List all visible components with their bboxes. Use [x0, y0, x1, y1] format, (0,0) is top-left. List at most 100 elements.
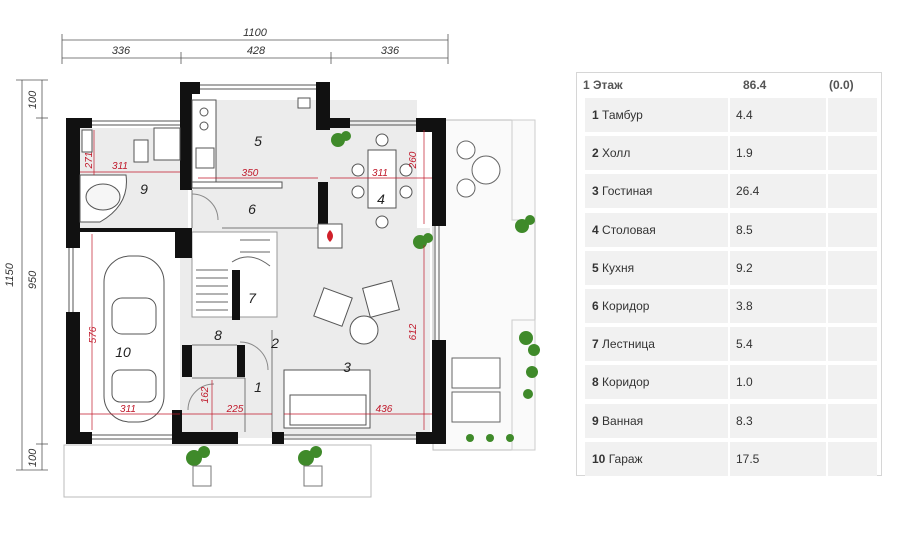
room-name-cell: 1 Тамбур [592, 108, 643, 122]
room-number: 2 [270, 335, 279, 351]
cell-divider [728, 250, 730, 285]
table-row: 7 Лестница 5.4 [585, 327, 877, 362]
room-dim: 162 [200, 386, 211, 403]
room-number-cell: 5 [592, 260, 599, 275]
room-name-cell: 2 Холл [592, 146, 630, 160]
room-dim: 350 [242, 168, 259, 179]
dim-total-height: 1150 [4, 262, 16, 287]
room-name: Тамбур [602, 108, 643, 122]
dim-bottom-height: 100 [27, 448, 39, 467]
room-area-cell: 1.9 [736, 146, 753, 161]
cell-divider [728, 174, 730, 209]
room-area-table: 1 Этаж 86.4 (0.0) 1 Тамбур 4.4 2 Холл 1.9 3 … [576, 72, 882, 476]
room-dim: 225 [226, 404, 244, 415]
dimension-lines-left [16, 79, 48, 471]
dimension-lines-top [61, 34, 449, 64]
cell-divider [826, 403, 828, 438]
plants [186, 131, 540, 466]
room-number: 5 [254, 133, 262, 149]
table-row: 2 Холл 1.9 [585, 136, 877, 171]
windows [68, 84, 440, 440]
room-area-cell: 8.5 [736, 222, 753, 237]
room-name-cell: 4 Столовая [592, 223, 656, 237]
room-name: Кухня [602, 260, 635, 275]
dim-center-width: 428 [247, 45, 266, 57]
room-dim: 311 [372, 168, 388, 179]
room-area-cell: 5.4 [736, 337, 753, 352]
cell-divider [728, 289, 730, 323]
room-name: Гостиная [602, 184, 653, 199]
dim-middle-height: 950 [27, 270, 39, 289]
room-dim: 271 [84, 152, 95, 170]
floor-extra-area: (0.0) [829, 78, 854, 92]
cell-divider [826, 365, 828, 400]
room-number-cell: 8 [592, 375, 599, 390]
table-row: 3 Гостиная 26.4 [585, 174, 877, 209]
cell-divider [728, 98, 730, 132]
room-name: Гараж [608, 451, 643, 466]
room-dim: 260 [408, 151, 419, 169]
room-name-cell: 7 Лестница [592, 337, 655, 351]
room-name-cell: 9 Ванная [592, 414, 643, 428]
room-name-cell: 3 Гостиная [592, 184, 652, 198]
room-number: 1 [254, 379, 262, 395]
fire-icon [327, 230, 333, 242]
room-number-cell: 2 [592, 146, 599, 161]
room-number: 8 [214, 327, 222, 343]
cell-divider [728, 327, 730, 362]
floor-plan: 1100 336 428 336 1150 100 950 100 271 31… [4, 27, 540, 498]
room-area-cell: 8.3 [736, 413, 753, 428]
room-area-cell: 26.4 [736, 184, 760, 199]
room-name: Коридор [602, 299, 650, 313]
dim-top-height: 100 [27, 90, 39, 109]
room-number-cell: 3 [592, 184, 599, 199]
partitions [191, 190, 322, 432]
terrace-furniture [451, 140, 501, 423]
room-number-cell: 1 [592, 108, 599, 122]
cell-divider [826, 98, 828, 132]
room-number-cell: 10 [592, 451, 606, 466]
terrace-railing [511, 319, 536, 451]
room-number: 3 [343, 359, 351, 375]
room-name-cell: 10 Гараж [592, 452, 643, 466]
bath-fixtures [79, 127, 181, 223]
floor-total-area: 86.4 [743, 78, 767, 92]
room-name-cell: 6 Коридор [592, 299, 649, 313]
room-number-cell: 9 [592, 413, 599, 428]
porch [63, 444, 372, 498]
table-row: 9 Ванная 8.3 [585, 403, 877, 438]
living-furniture [283, 280, 400, 429]
cell-divider [826, 441, 828, 476]
room-area-cell: 9.2 [736, 260, 753, 275]
table-row: 5 Кухня 9.2 [585, 250, 877, 285]
dim-right-width: 336 [381, 45, 400, 57]
cell-divider [728, 403, 730, 438]
room-number: 4 [377, 191, 385, 207]
room-area-cell: 17.5 [736, 451, 760, 466]
room-name: Холл [602, 146, 631, 161]
cell-divider [728, 441, 730, 476]
room-name: Столовая [602, 222, 656, 237]
cell-divider [826, 250, 828, 285]
cell-divider [728, 212, 730, 247]
room-number-cell: 7 [592, 337, 599, 352]
room-name: Ванная [602, 413, 644, 428]
dining-set [351, 133, 413, 229]
cell-divider [826, 327, 828, 362]
room-number-cell: 4 [592, 222, 599, 237]
room-area-cell: 4.4 [736, 108, 753, 122]
cell-divider [826, 136, 828, 171]
room-dim: 576 [88, 326, 99, 343]
room-name: Лестница [602, 337, 655, 352]
room-dim: 311 [112, 161, 128, 172]
kitchen-counters [191, 97, 311, 189]
cell-divider [826, 174, 828, 209]
room-number-cell: 6 [592, 299, 599, 313]
room-name: Коридор [602, 375, 650, 390]
dim-total-width: 1100 [243, 27, 268, 39]
cell-divider [826, 289, 828, 323]
room-number: 6 [248, 201, 256, 217]
walls [66, 82, 446, 444]
table-header: 1 Этаж 86.4 (0.0) [577, 73, 881, 97]
